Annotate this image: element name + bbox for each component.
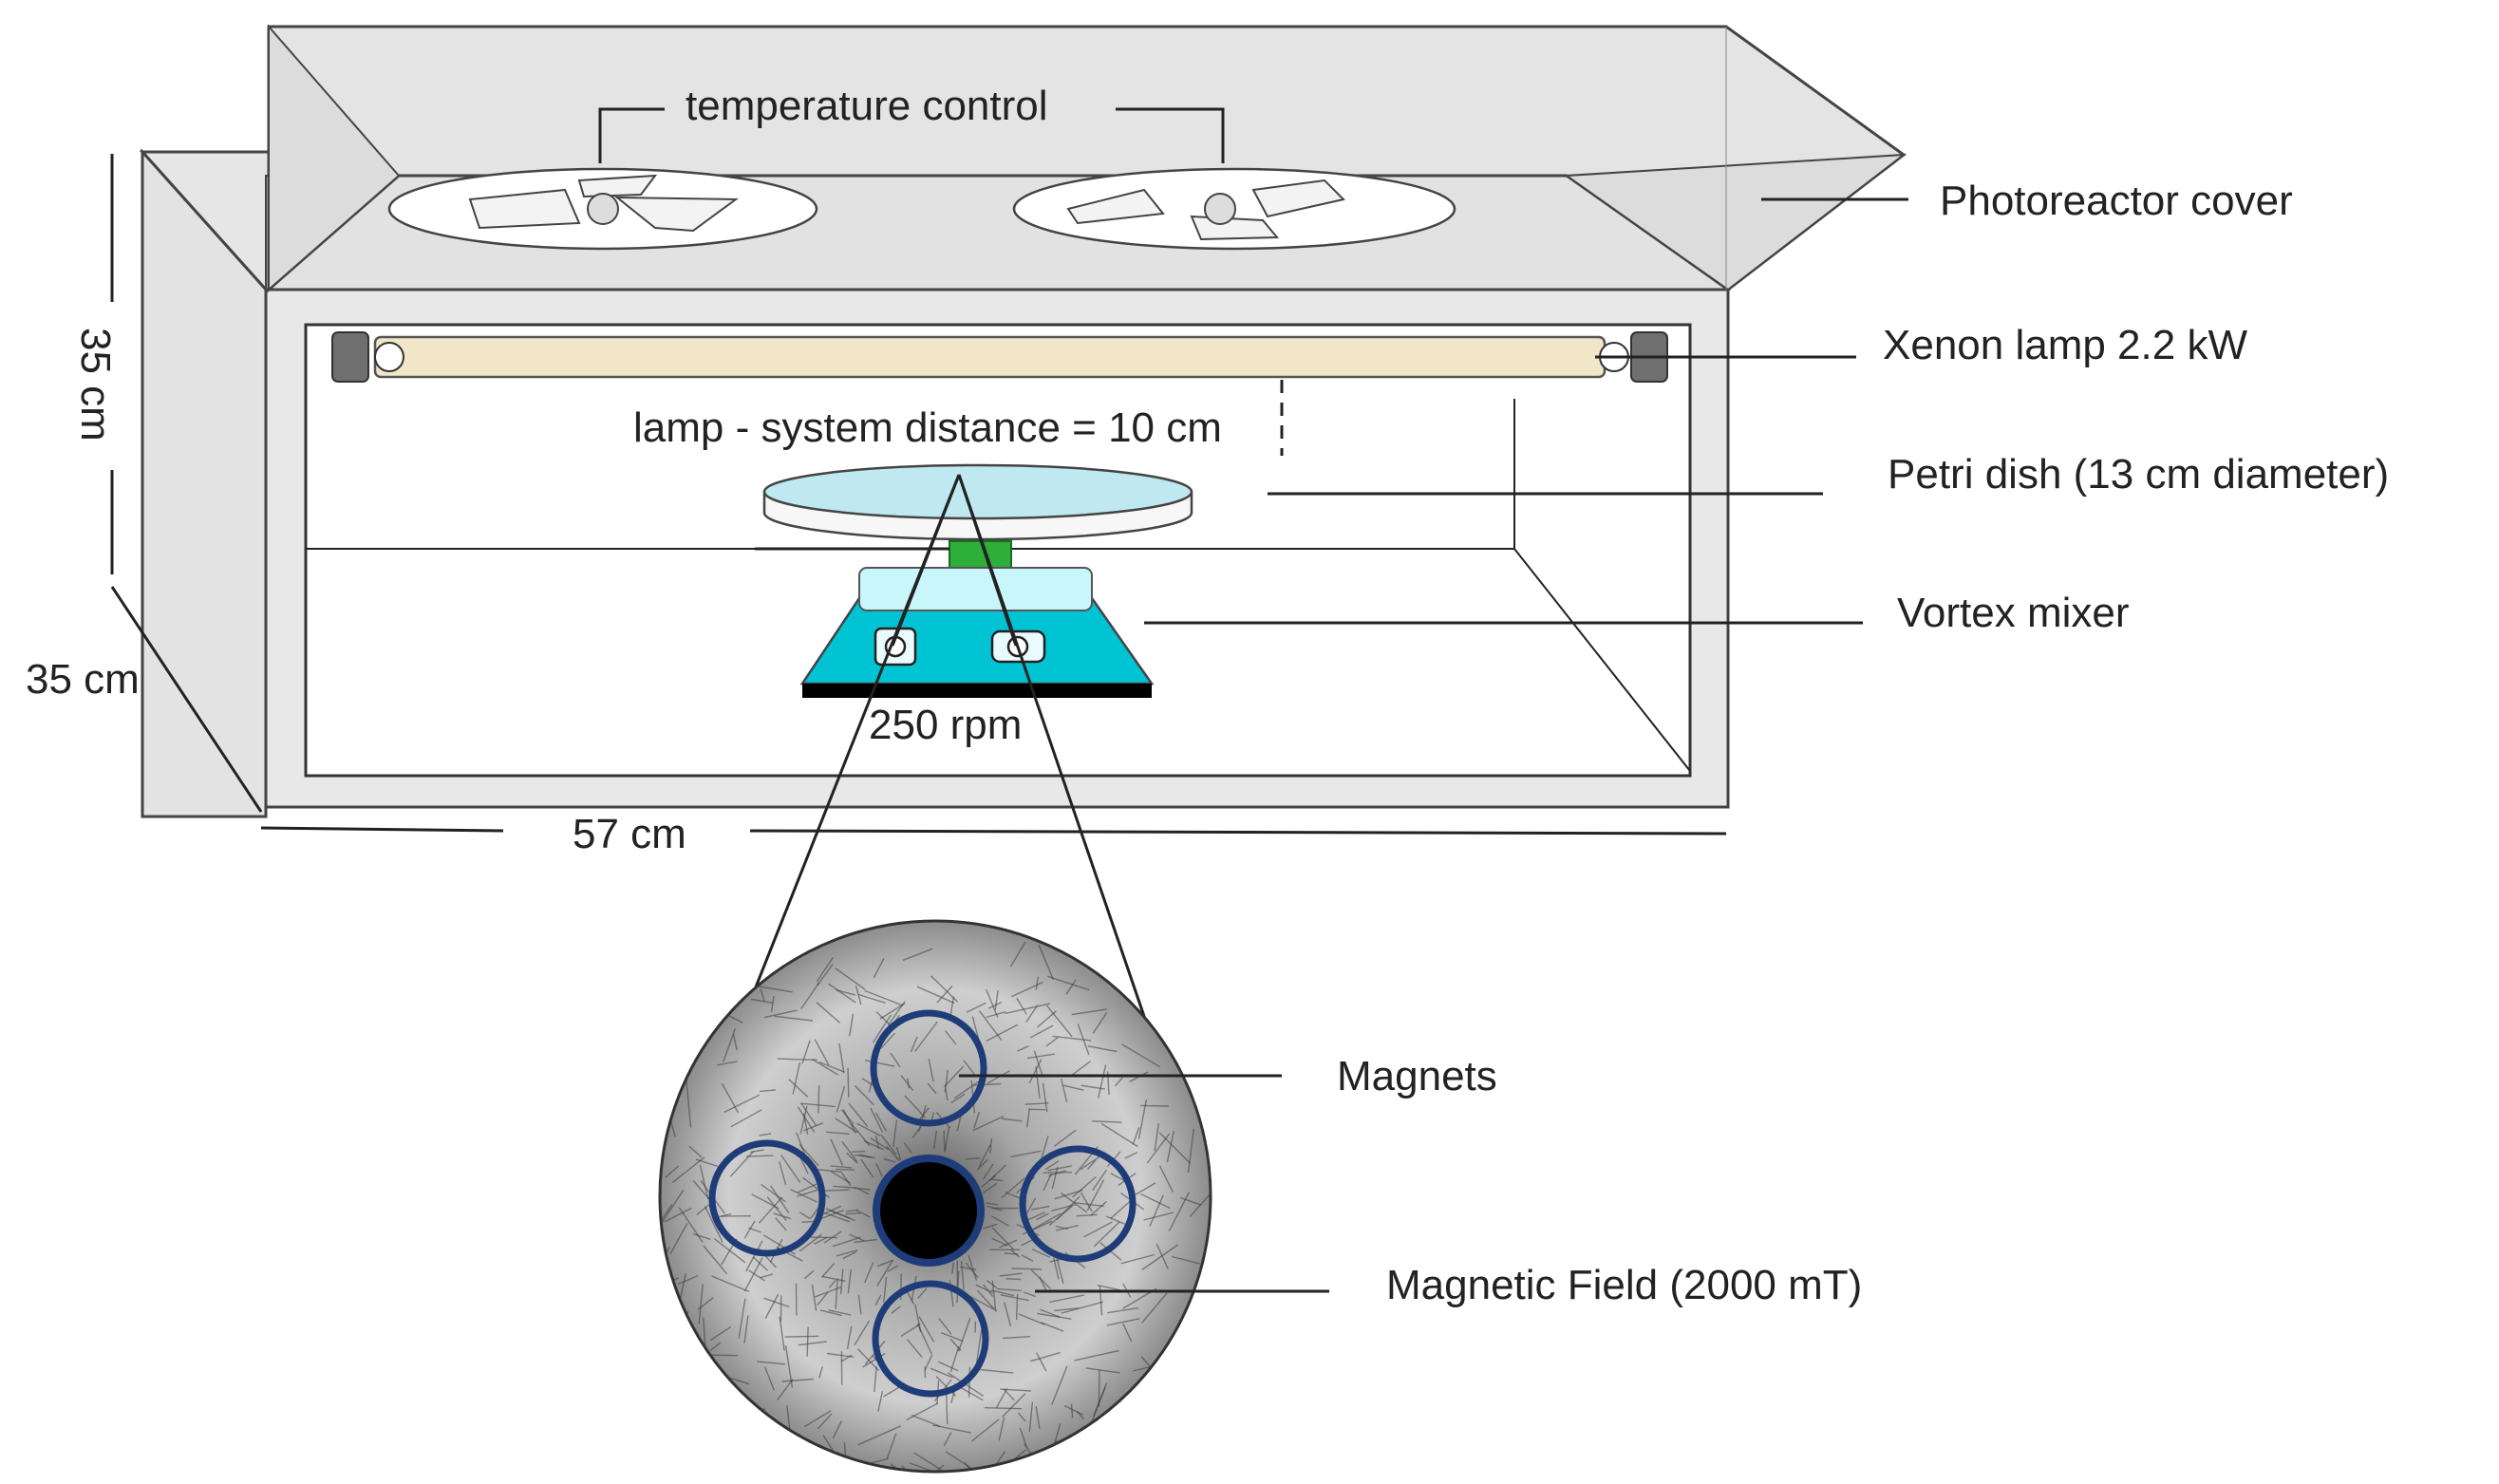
petri-dish-label: Petri dish (13 cm diameter) <box>1888 451 2389 498</box>
fan-icon <box>387 167 818 251</box>
magnets-label: Magnets <box>1337 1053 1497 1099</box>
photoreactor-cover-label: Photoreactor cover <box>1940 178 2293 224</box>
magnet-left <box>708 1139 826 1257</box>
lamp-icon <box>331 331 1668 383</box>
width-label: 57 cm <box>573 811 686 857</box>
magnet-right <box>1019 1145 1137 1263</box>
dimension-lines <box>110 154 1727 836</box>
magnetic-field-label: Magnetic Field (2000 mT) <box>1386 1262 1862 1308</box>
rpm-label: 250 rpm <box>869 702 1022 748</box>
depth-label: 35 cm <box>26 656 140 703</box>
vortex-mixer-icon <box>799 540 1155 698</box>
petri-dish-icon <box>762 463 1193 541</box>
fan-icon <box>1012 167 1456 251</box>
lamp-distance-label: lamp - system distance = 10 cm <box>633 404 1222 451</box>
vortex-mixer-label: Vortex mixer <box>1897 590 2130 636</box>
xenon-lamp-label: Xenon lamp 2.2 kW <box>1883 322 2247 368</box>
temperature-control-label: temperature control <box>686 83 1048 129</box>
magnet-top <box>870 1009 987 1127</box>
magnetic-disk-icon <box>658 919 1212 1474</box>
magnet-bottom <box>872 1280 989 1398</box>
photoreactor-cover <box>267 24 1907 293</box>
zoom-lines <box>737 474 1151 1031</box>
height-label: 35 cm <box>72 328 119 441</box>
temperature-control-bracket <box>598 107 1225 163</box>
